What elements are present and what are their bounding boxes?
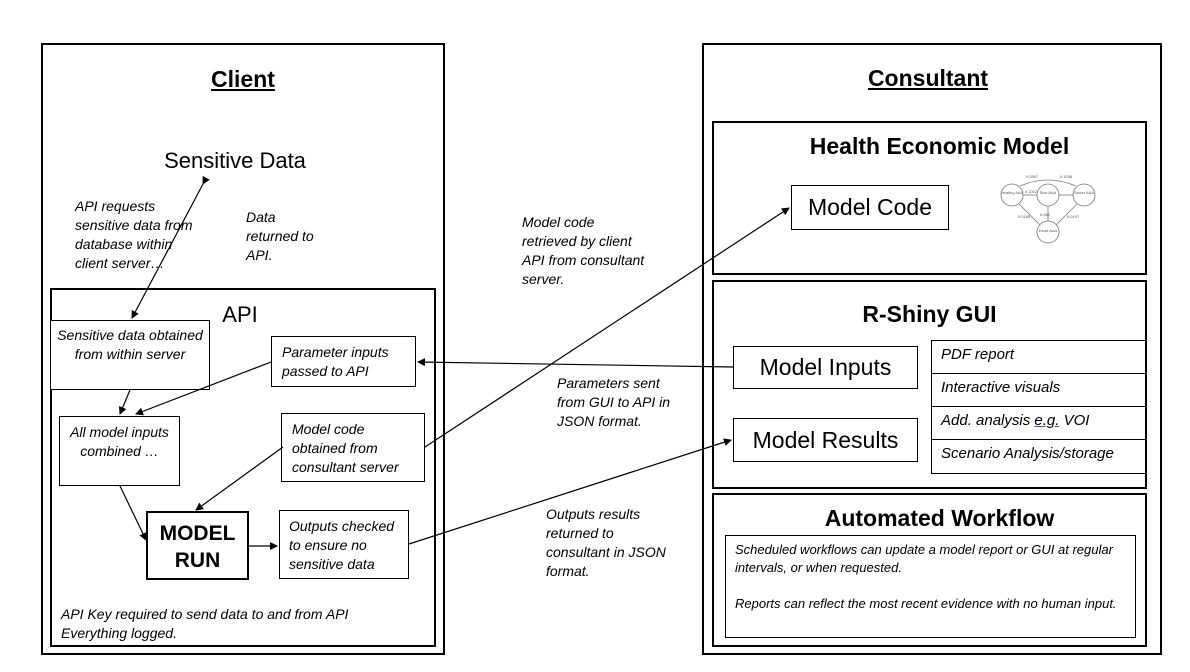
- client-title: Client: [211, 66, 275, 92]
- gui-title: R-Shiny GUI: [862, 301, 997, 327]
- data-returned-note: Data returned to API.: [246, 209, 314, 263]
- markov-sick-label: Sick AAA: [1040, 190, 1057, 195]
- markov-diagram: Healthy AAA Sick AAA Sicker AAA Dead AAA…: [1000, 174, 1096, 244]
- outputs-checked-text: Outputs checked to ensure no sensitive d…: [289, 518, 395, 572]
- markov-state-sicker: [1072, 183, 1096, 207]
- markov-state-sick: [1036, 183, 1060, 207]
- gui-list-interactive: Interactive visuals: [931, 373, 1146, 407]
- model-code-box: Model Code: [791, 185, 949, 230]
- model-code-retrieved-note: Model code retrieved by client API from …: [522, 214, 645, 287]
- parameter-inputs-box: Parameter inputs passed to API: [271, 336, 416, 387]
- all-inputs-text: All model inputs combined …: [70, 424, 169, 459]
- gui-list-scenario: Scenario Analysis/storage: [931, 439, 1146, 474]
- markov-transition-label: 0.0367: [1026, 174, 1039, 179]
- gui-list-additional-prefix: Add. analysis: [941, 412, 1035, 429]
- arrow-gui-params-to-api: [417, 358, 734, 368]
- workflow-title: Automated Workflow: [824, 505, 1055, 531]
- workflow-para-1: Scheduled workflows can update a model r…: [735, 542, 1113, 575]
- model-results-box: Model Results: [733, 418, 918, 462]
- gui-list-additional: Add. analysis e.g. VOI: [931, 406, 1146, 440]
- model-inputs-text: Model Inputs: [759, 354, 892, 380]
- gui-list-additional-eg: e.g.: [1034, 412, 1060, 429]
- markov-sicker-label: Sicker AAA: [1074, 190, 1094, 195]
- workflow-para-2: Reports can reflect the most recent evid…: [735, 596, 1117, 611]
- api-title: API: [222, 302, 258, 327]
- model-code-obtained-text: Model code obtained from consultant serv…: [292, 421, 399, 475]
- sensitive-data-obtained-box: Sensitive data obtained from within serv…: [50, 320, 210, 390]
- model-code-text: Model Code: [807, 194, 933, 220]
- model-results-text: Model Results: [752, 427, 899, 453]
- gui-list-pdf: PDF report: [931, 340, 1146, 374]
- parameters-sent-note: Parameters sent from GUI to API in JSON …: [557, 375, 671, 429]
- markov-healthy-label: Healthy AAA: [1001, 190, 1024, 195]
- parameter-inputs-text: Parameter inputs passed to API: [282, 344, 389, 379]
- outputs-returned-note: Outputs results returned to consultant i…: [546, 506, 666, 579]
- model-run-box: MODEL RUN: [146, 511, 249, 580]
- gui-list-additional-suffix: VOI: [1059, 412, 1090, 429]
- markov-dead-label: Dead AAA: [1039, 228, 1058, 233]
- consultant-title: Consultant: [867, 65, 989, 91]
- markov-transition-label: 0.0188: [1018, 214, 1031, 219]
- workflow-text-box: Scheduled workflows can update a model r…: [725, 535, 1136, 638]
- sensitive-data-obtained-text: Sensitive data obtained from within serv…: [57, 327, 203, 362]
- model-code-obtained-box: Model code obtained from consultant serv…: [281, 413, 425, 482]
- sensitive-data-label: Sensitive Data: [164, 148, 306, 173]
- all-inputs-box: All model inputs combined …: [59, 416, 180, 486]
- model-run-text: MODEL RUN: [159, 522, 236, 572]
- outputs-checked-box: Outputs checked to ensure no sensitive d…: [279, 510, 409, 579]
- markov-transition-label: 0.1036: [1060, 174, 1073, 179]
- hem-title: Health Economic Model: [809, 133, 1070, 159]
- model-inputs-box: Model Inputs: [733, 346, 918, 389]
- markov-transition-label: 0.062: [1040, 212, 1051, 217]
- markov-transition-label: 0.0197: [1067, 214, 1080, 219]
- api-footer-note: API Key required to send data to and fro…: [61, 606, 349, 641]
- markov-state-healthy: [1000, 183, 1024, 207]
- markov-transition-label: 0.1002: [1025, 189, 1038, 194]
- api-request-note: API requests sensitive data from databas…: [75, 198, 193, 271]
